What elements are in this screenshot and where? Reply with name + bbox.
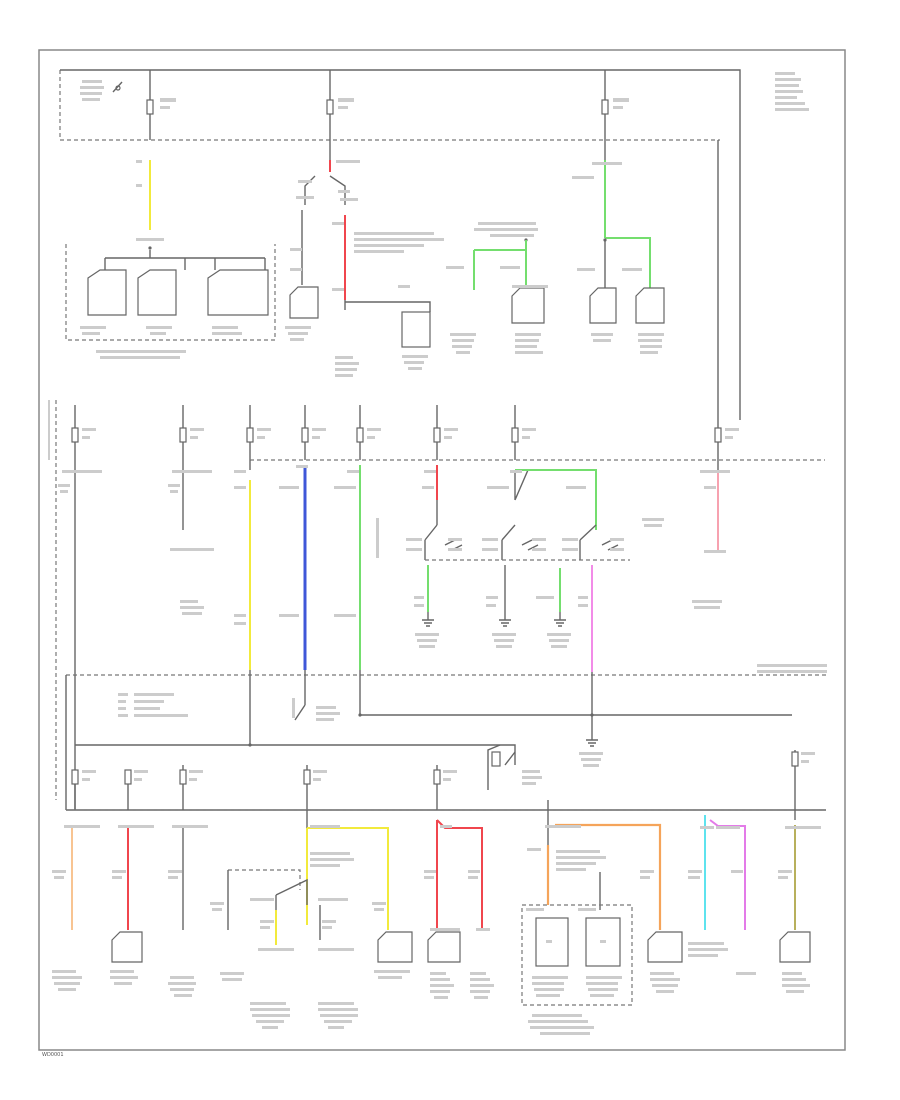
lower-bus (65, 664, 827, 811)
yellow-branch-top-left (65, 160, 276, 359)
fuse-top-1 (146, 70, 176, 140)
blue-wire-middle (279, 465, 308, 670)
switch-block (406, 465, 664, 672)
middle-fuse-row (48, 140, 825, 800)
fuse-top-2 (326, 70, 354, 140)
bottom-red-pair (424, 819, 494, 999)
green-branch-top-right (572, 140, 665, 354)
fuse-top-3 (601, 70, 629, 140)
diagram-reference-code: WD0001 (42, 1052, 64, 1058)
red-branch-top-middle (285, 140, 444, 370)
bottom-grey-branch (168, 825, 208, 997)
pink-wire-middle-right (692, 460, 730, 609)
bottom-olive-branch (778, 775, 821, 993)
green-wire-middle (334, 465, 379, 670)
bottom-orange-module (521, 815, 683, 1035)
bottom-yellow-branch (210, 810, 413, 1029)
bottom-peach-branch (52, 825, 100, 991)
lower-fuse-row (66, 750, 826, 815)
middle-left-wires (58, 470, 214, 675)
bottom-red-branch (110, 825, 154, 985)
diagram-frame (38, 49, 846, 1051)
fuse-box-label (80, 72, 809, 111)
bottom-cyan-magenta-pair (688, 815, 756, 975)
top-fuse-box-outline (59, 69, 741, 420)
green-branch-top-center (335, 222, 548, 377)
yellow-wire-middle (234, 460, 251, 670)
